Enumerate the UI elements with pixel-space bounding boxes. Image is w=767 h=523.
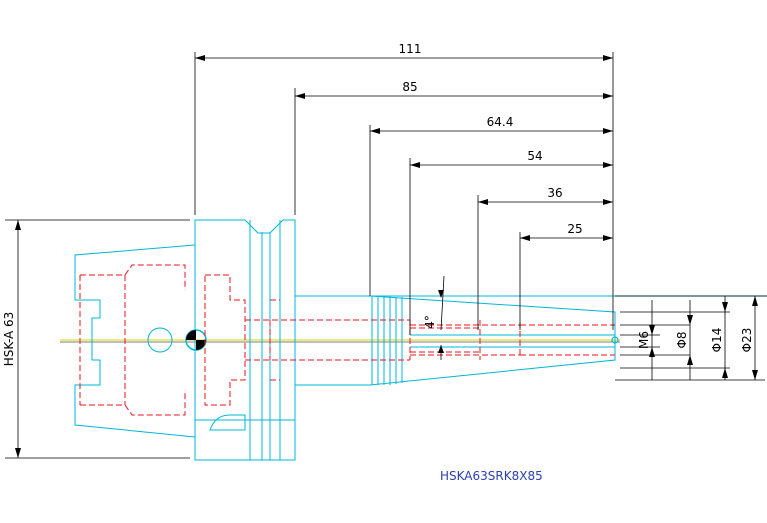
centerline: [60, 339, 620, 343]
dim-length-85: 85: [402, 80, 417, 94]
angle-label: 4°: [423, 315, 437, 329]
dim-diameter-23: Φ23: [740, 328, 754, 353]
reference-mark: [185, 329, 619, 351]
dim-diameter-m6: M6: [637, 331, 651, 349]
dim-diameter-14: Φ14: [710, 328, 724, 353]
hsk-interface-label: HSK-A 63: [2, 312, 16, 367]
part-code-label: HSKA63SRK8X85: [440, 469, 543, 483]
dim-length-54: 54: [527, 149, 542, 163]
dim-length-64-4: 64.4: [487, 115, 514, 129]
dim-diameter-8: Φ8: [675, 331, 689, 348]
dimensions: [5, 52, 767, 459]
holder-outline: [74, 219, 767, 461]
dim-length-36: 36: [547, 186, 562, 200]
arrowheads: [15, 55, 758, 458]
dim-length-111: 111: [399, 42, 422, 56]
dim-length-25: 25: [567, 222, 582, 236]
